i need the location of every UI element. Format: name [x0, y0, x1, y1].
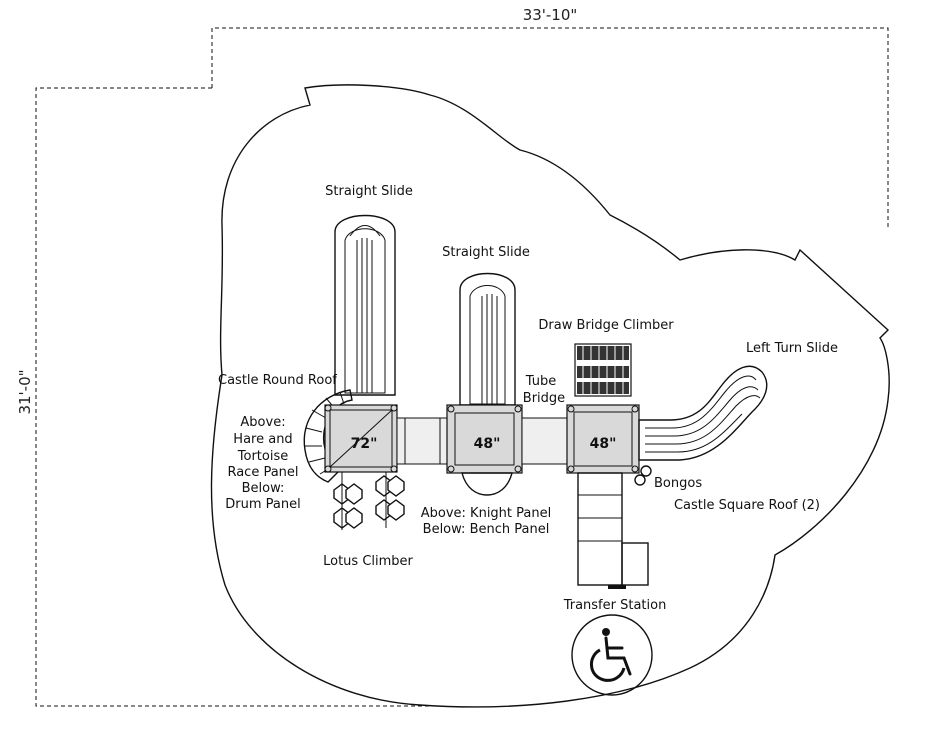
label-castle-square-roof: Castle Square Roof (2): [674, 498, 820, 513]
bongo-1: [634, 474, 646, 486]
label-draw-bridge-climber: Draw Bridge Climber: [538, 318, 674, 333]
label-left-turn-slide: Left Turn Slide: [746, 341, 838, 356]
dimension-lines: [35, 27, 889, 707]
label-tube-bridge-1: Tube: [525, 374, 556, 389]
straight-slide-left: [334, 214, 396, 396]
lotus-climber: [333, 472, 405, 530]
label-knight-panel: Above: Knight Panel: [421, 506, 551, 521]
deck-right: [566, 404, 640, 474]
transfer-station: [577, 472, 649, 589]
label-straight-slide-left: Straight Slide: [325, 184, 413, 199]
label-above-hare-3: Race Panel: [227, 465, 298, 480]
label-bench-panel: Below: Bench Panel: [423, 522, 550, 537]
label-lotus-climber: Lotus Climber: [323, 554, 413, 569]
label-bongos: Bongos: [654, 476, 702, 491]
label-castle-round-roof: Castle Round Roof: [218, 373, 337, 388]
bongo-2: [640, 465, 652, 477]
deck-left-height: 72": [351, 436, 378, 452]
deck-mid-height: 48": [474, 436, 501, 452]
left-turn-slide: [638, 365, 768, 461]
wheelchair-icon: [571, 614, 653, 696]
label-transfer-station: Transfer Station: [563, 598, 667, 613]
draw-bridge-climber: [574, 343, 632, 397]
left-dimension-line: [35, 87, 440, 707]
label-above-hare-4: Below:: [242, 481, 285, 496]
bench-panel: [461, 472, 513, 496]
label-above-hare-5: Drum Panel: [225, 497, 300, 512]
tube-bridge: [521, 417, 568, 465]
width-dimension-label: 33'-10": [523, 6, 578, 24]
label-above-hare-2: Tortoise: [237, 449, 288, 464]
straight-slide-mid: [459, 272, 516, 406]
top-dimension-line: [211, 27, 889, 228]
label-tube-bridge-2: Bridge: [523, 391, 565, 406]
safety-zone-outline: [210, 84, 890, 708]
label-straight-slide-mid: Straight Slide: [442, 245, 530, 260]
height-dimension-label: 31'-0": [16, 369, 34, 414]
label-above-hare-0: Above:: [240, 415, 285, 430]
label-above-hare-1: Hare and: [233, 432, 292, 447]
deck-right-height: 48": [590, 436, 617, 452]
deck-mid: [446, 404, 523, 474]
